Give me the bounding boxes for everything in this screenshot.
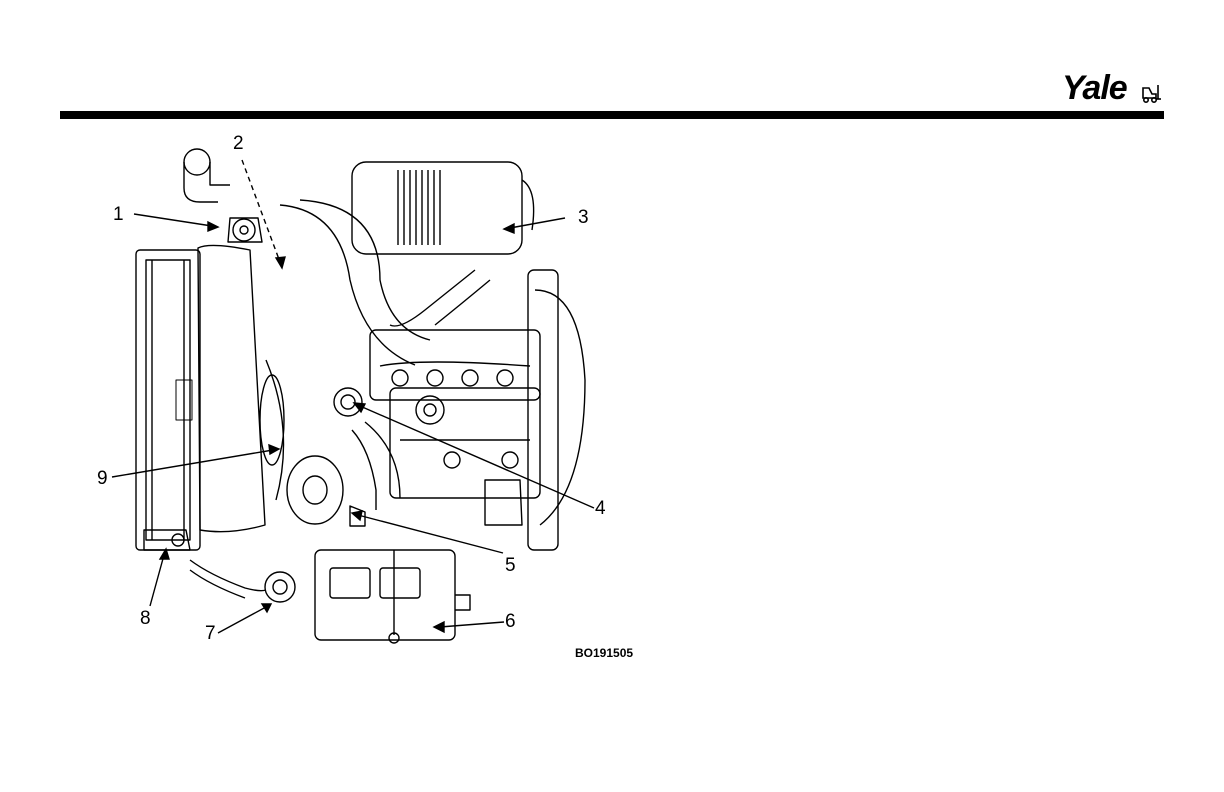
figure-code: BO191505 [575, 646, 633, 660]
engine-diagram [80, 130, 640, 670]
brand-name: Yale [1062, 68, 1127, 108]
callout-5: 5 [505, 556, 516, 576]
callout-3: 3 [578, 208, 589, 228]
callout-2: 2 [233, 134, 244, 154]
callout-4: 4 [595, 499, 606, 519]
callout-7: 7 [205, 624, 216, 644]
callout-6: 6 [505, 612, 516, 632]
callout-9: 9 [97, 469, 108, 489]
yale-logo: Yale [1062, 68, 1172, 108]
header-rule [60, 111, 1164, 119]
callout-1: 1 [113, 205, 124, 225]
forklift-icon [1140, 82, 1162, 104]
callout-8: 8 [140, 609, 151, 629]
